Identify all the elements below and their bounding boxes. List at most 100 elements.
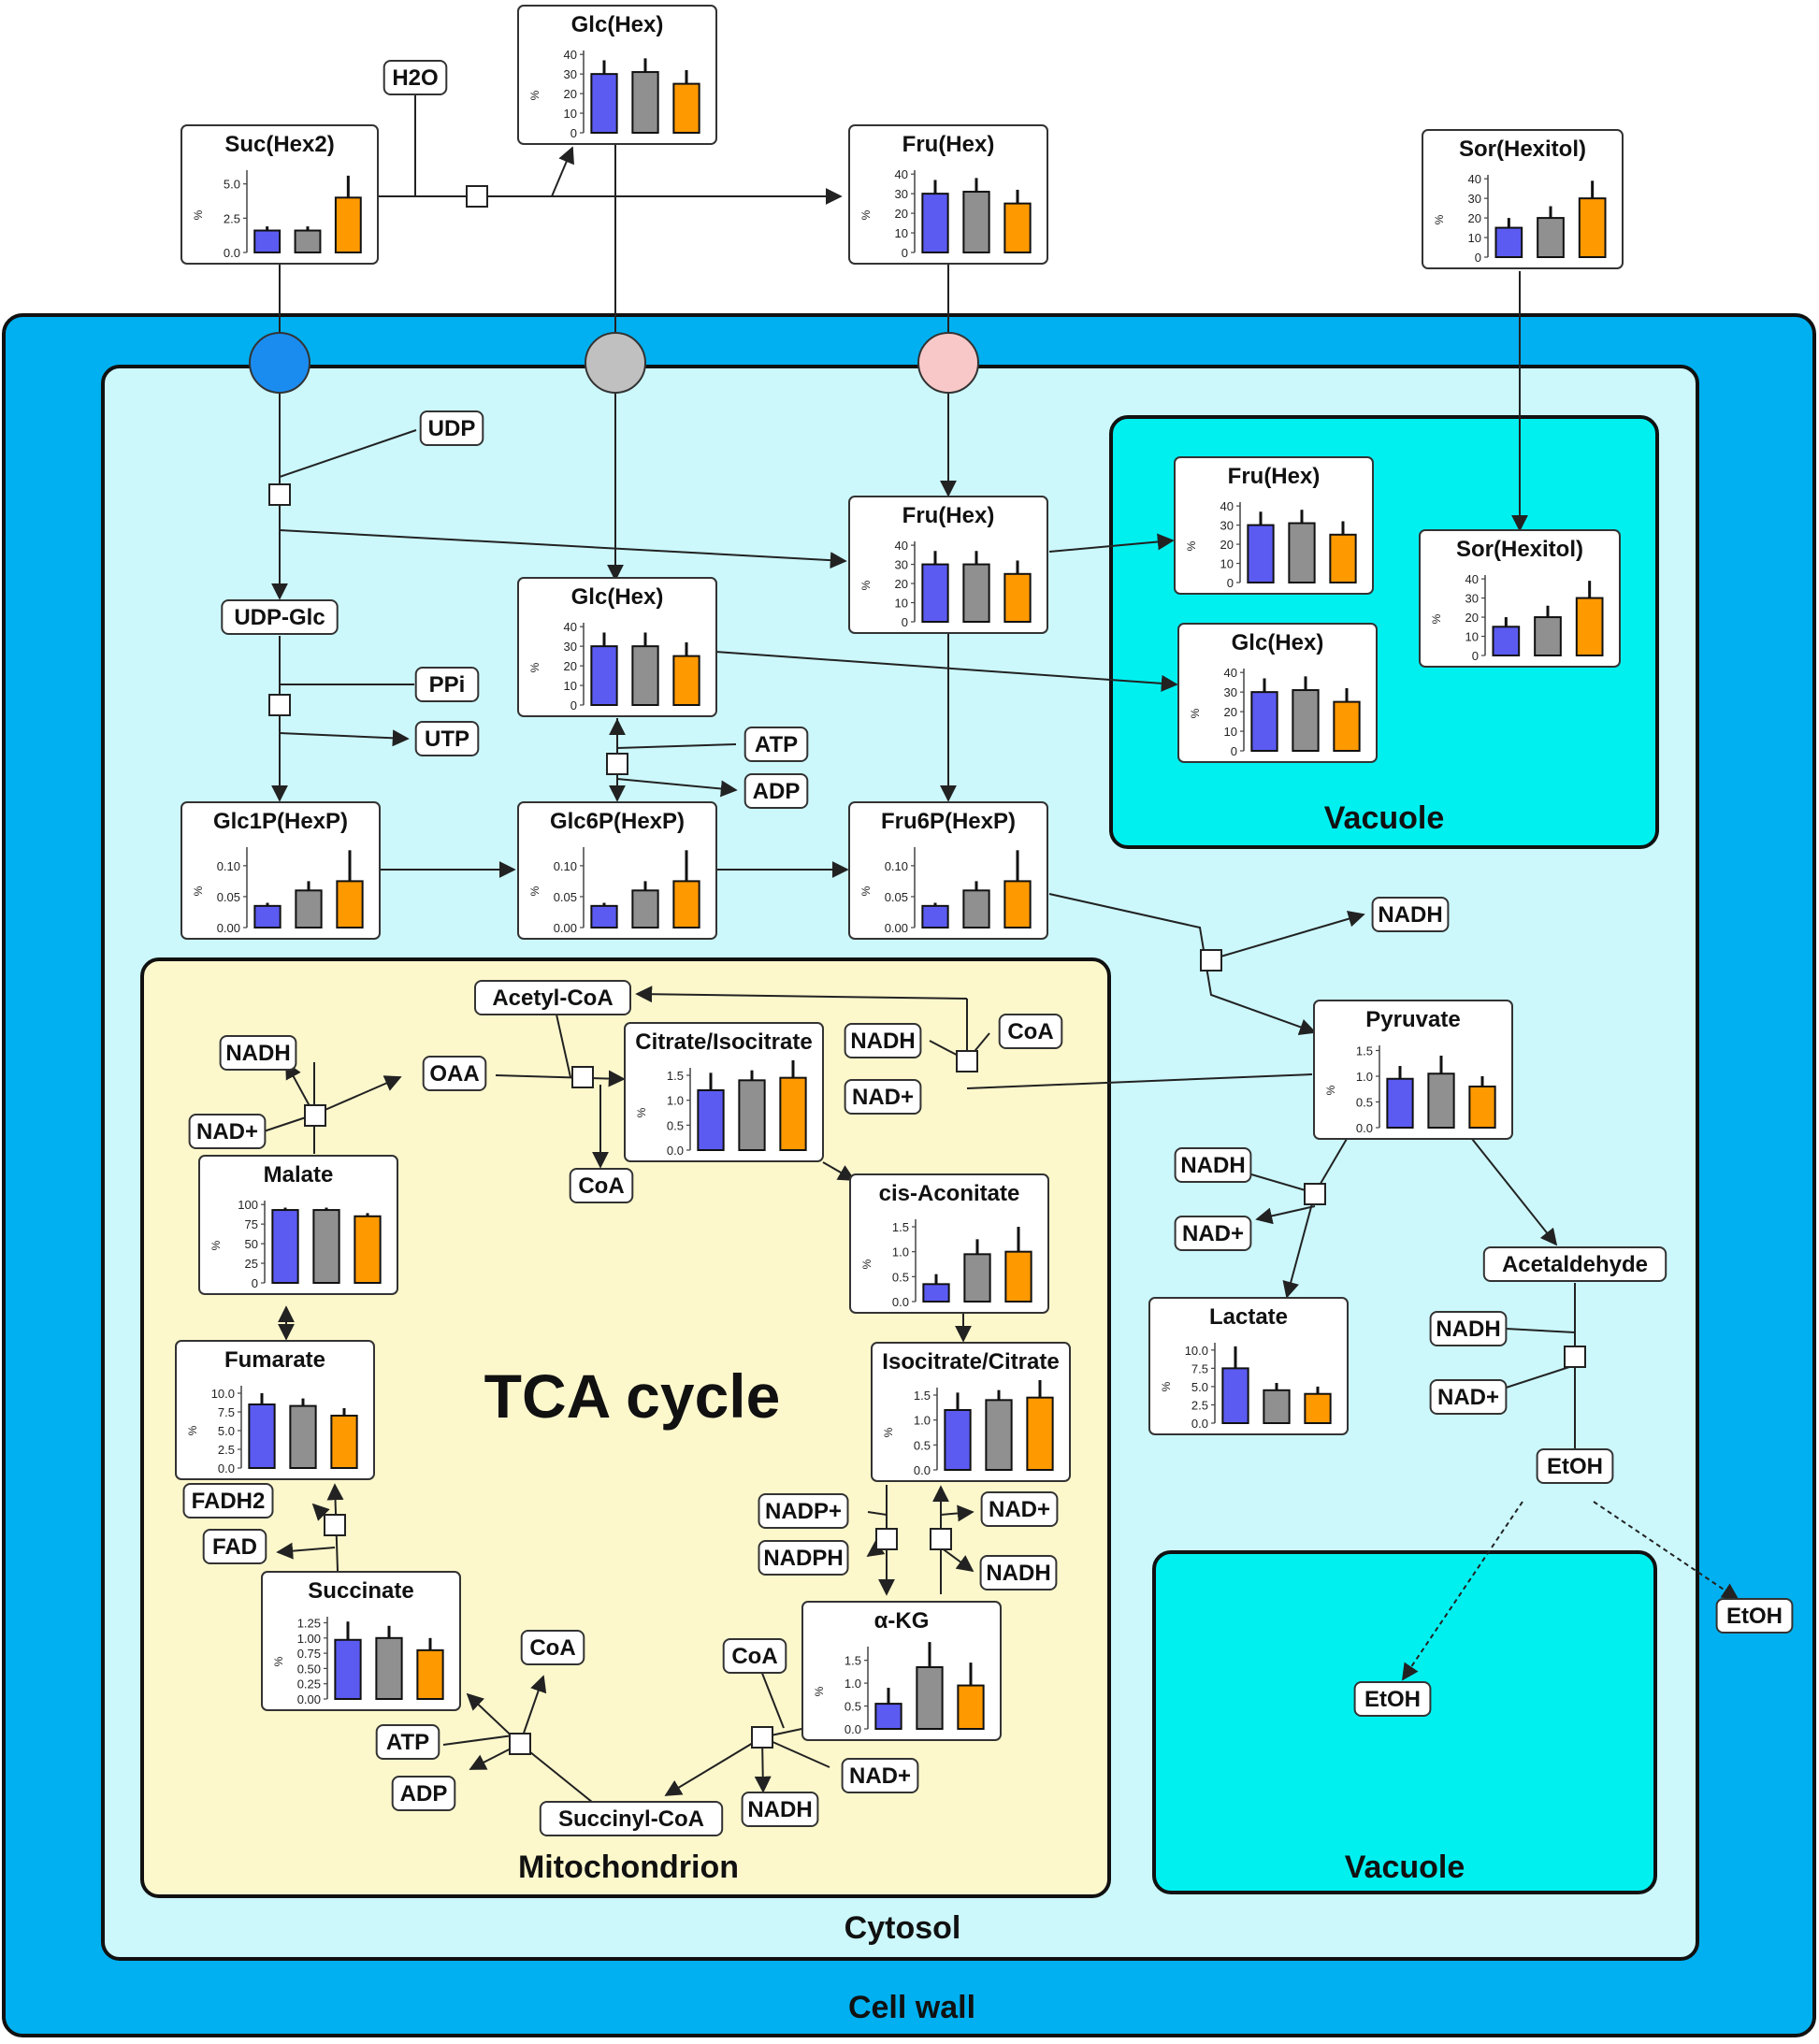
label-succinyl-coa: Succinyl-CoA — [539, 1801, 724, 1836]
y-tick-label: 0.5 — [914, 1438, 931, 1452]
chart-fru6p: Fru6P(HexP)0.000.050.10% — [848, 801, 1048, 940]
y-tick-label: 7.5 — [218, 1405, 235, 1419]
label-coa-cs: CoA — [569, 1168, 634, 1203]
bar-series-3 — [1026, 1396, 1054, 1471]
y-tick-label: 0.10 — [217, 859, 240, 873]
bar-series-1 — [590, 904, 618, 928]
y-axis-label: % — [813, 1686, 826, 1696]
chart-title: α-KG — [874, 1608, 930, 1634]
bar-series-1 — [271, 1209, 299, 1284]
y-tick-label: 1.5 — [914, 1389, 931, 1403]
reaction-citrate-synthase — [571, 1066, 594, 1088]
label-text: CoA — [1007, 1019, 1053, 1044]
y-tick-label: 0.00 — [885, 921, 908, 935]
y-axis-label: % — [1189, 708, 1202, 718]
y-tick-label: 0.10 — [554, 859, 577, 873]
label-etoh-cyt: EtOH — [1536, 1448, 1614, 1484]
vacuole-bottom-label: Vacuole — [1345, 1850, 1465, 1885]
label-text: NAD+ — [852, 1085, 914, 1110]
label-text: NADH — [1378, 902, 1442, 928]
label-udp: UDP — [419, 410, 484, 446]
chart-title: Glc6P(HexP) — [550, 809, 685, 834]
bar-series-1 — [1494, 226, 1523, 258]
y-tick-label: 1.0 — [914, 1414, 931, 1428]
y-tick-label: 1.00 — [297, 1632, 321, 1646]
label-fadh2: FADH2 — [182, 1483, 274, 1519]
y-tick-label: 10 — [1220, 557, 1234, 571]
y-tick-label: 0 — [902, 615, 908, 629]
label-text: ADP — [400, 1781, 448, 1806]
label-coa-kgdh: CoA — [722, 1638, 787, 1674]
chart-title: cis-Aconitate — [879, 1181, 1020, 1206]
reaction-lactate-dehydrogenase — [1304, 1183, 1326, 1205]
bar-series-1 — [1247, 524, 1275, 583]
chart-title: Fru(Hex) — [1228, 464, 1321, 489]
bar-series-3 — [334, 196, 362, 253]
bar-series-1 — [1221, 1367, 1249, 1425]
reaction-succinyl-coa-synthetase — [509, 1733, 531, 1755]
y-tick-label: 40 — [1224, 666, 1237, 680]
y-tick-label: 0.5 — [667, 1118, 684, 1132]
y-tick-label: 20 — [564, 659, 577, 673]
bar-series-3 — [1333, 700, 1361, 752]
y-tick-label: 40 — [564, 620, 577, 634]
y-tick-label: 30 — [564, 640, 577, 654]
chart-title: Succinate — [308, 1578, 413, 1604]
label-text: EtOH — [1364, 1687, 1421, 1712]
chart-title: Malate — [264, 1162, 334, 1188]
y-tick-label: 30 — [1465, 592, 1479, 606]
label-text: Acetaldehyde — [1502, 1252, 1648, 1277]
y-axis-label: % — [186, 1425, 199, 1435]
glucose-transporter — [585, 332, 646, 394]
label-text: PPi — [429, 672, 466, 698]
chart-box — [849, 1173, 1049, 1314]
label-nadh-adh: NADH — [1429, 1311, 1508, 1346]
reaction-succinate-dehydrogenase — [324, 1514, 346, 1536]
y-tick-label: 0.0 — [218, 1461, 235, 1475]
bar-series-3 — [1003, 880, 1032, 929]
y-tick-label: 0 — [252, 1276, 258, 1290]
label-nadplus-adh: NAD+ — [1429, 1379, 1508, 1415]
label-nadplus-mdh: NAD+ — [188, 1114, 267, 1149]
chart-box — [801, 1601, 1002, 1741]
chart-glc6p: Glc6P(HexP)0.000.050.10% — [517, 801, 717, 940]
bar-series-2 — [1263, 1389, 1291, 1425]
label-text: FADH2 — [192, 1489, 266, 1514]
y-tick-label: 0.5 — [892, 1270, 909, 1284]
y-tick-label: 30 — [1224, 685, 1237, 699]
chart-title: Glc(Hex) — [571, 584, 664, 610]
label-text: NADH — [986, 1561, 1050, 1586]
label-nadh-mdh: NADH — [219, 1035, 297, 1071]
chart-glc1p: Glc1P(HexP)0.000.050.10% — [180, 801, 381, 940]
y-tick-label: 40 — [1468, 172, 1481, 186]
label-text: EtOH — [1547, 1454, 1603, 1479]
chart-box — [1422, 129, 1624, 269]
chart-title: Fru(Hex) — [902, 503, 995, 528]
y-tick-label: 30 — [564, 67, 577, 81]
bar-series-1 — [921, 563, 949, 623]
y-tick-label: 50 — [245, 1237, 258, 1251]
cytosol-label: Cytosol — [845, 1910, 961, 1946]
label-text: NADH — [850, 1029, 915, 1054]
bar-series-1 — [334, 1638, 362, 1701]
label-text: ADP — [753, 779, 801, 804]
label-text: NADH — [1180, 1153, 1245, 1178]
y-tick-label: 1.5 — [892, 1220, 909, 1234]
y-tick-label: 0.00 — [554, 921, 577, 935]
vacuole-top-label: Vacuole — [1324, 800, 1445, 836]
label-text: NAD+ — [849, 1763, 911, 1789]
y-tick-label: 0 — [1472, 649, 1479, 663]
label-coa-pdh: CoA — [998, 1014, 1063, 1049]
bar-series-3 — [957, 1684, 985, 1730]
label-oaa: OAA — [422, 1056, 487, 1091]
chart-title: Pyruvate — [1365, 1007, 1460, 1032]
label-text: NAD+ — [196, 1119, 258, 1144]
bar-series-2 — [962, 563, 990, 623]
y-tick-label: 10 — [564, 679, 577, 693]
